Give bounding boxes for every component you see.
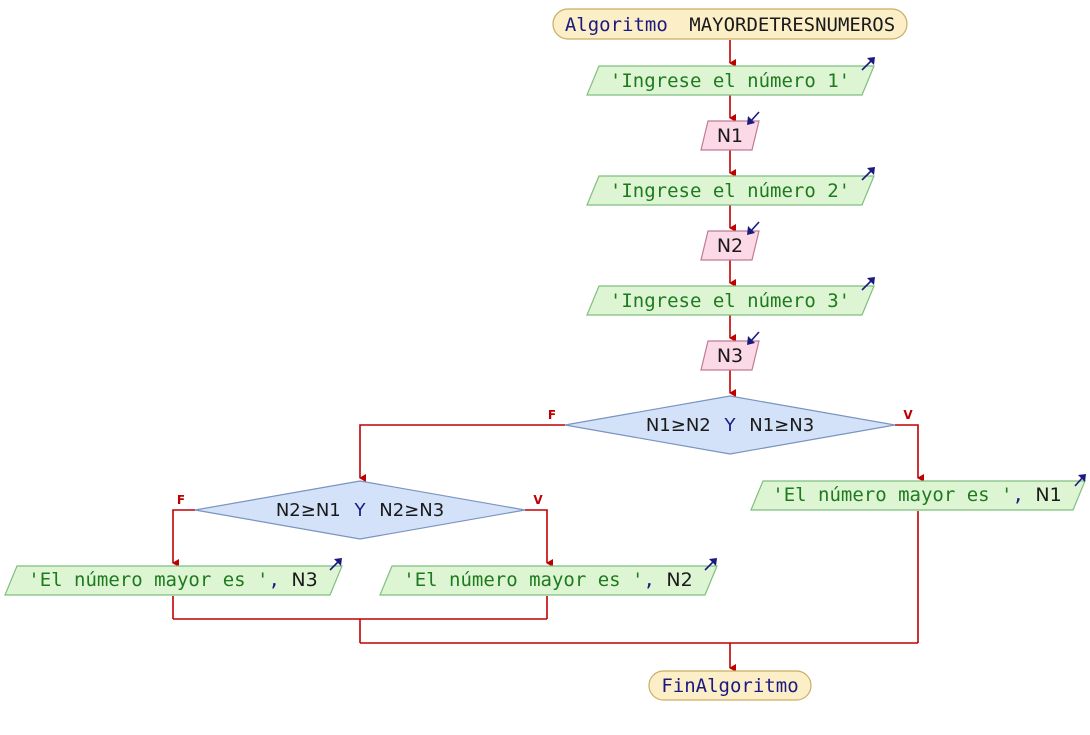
- output-n2-var: N2: [666, 569, 692, 591]
- decision-2-left: N2≥N1: [276, 500, 341, 521]
- output-arrow-icon: [704, 558, 717, 571]
- svg-text:'El número mayor es ', N: 'El número mayor es ', N3: [28, 569, 317, 591]
- input-step-n2: N2: [700, 221, 760, 261]
- output-n2-string: 'El número mayor es ': [403, 569, 643, 591]
- output-step-1: 'Ingrese el número 1': [586, 57, 875, 96]
- input-n1-text: N1: [717, 125, 743, 147]
- end-terminal: FinAlgoritmo: [648, 670, 812, 701]
- decision-1-op: Y: [724, 415, 737, 436]
- edge-decision1-false: [359, 424, 565, 482]
- output-arrow-icon: [861, 277, 875, 291]
- output-step-3: 'Ingrese el número 3': [586, 277, 875, 316]
- svg-text:N1≥N2 Y N1≥N3: N1≥N2 Y N1≥N3: [646, 415, 814, 436]
- start-keyword: Algoritmo: [565, 14, 668, 36]
- output-n2: 'El número mayor es ', N2: [379, 558, 718, 596]
- output-n3-string: 'El número mayor es ': [28, 569, 268, 591]
- end-keyword: FinAlgoritmo: [661, 675, 798, 697]
- input-n2-text: N2: [717, 235, 743, 257]
- svg-text:'El número mayor es ', N: 'El número mayor es ', N1: [772, 484, 1061, 506]
- svg-text:N2≥N1 Y N2≥N3: N2≥N1 Y N2≥N3: [276, 500, 444, 521]
- output-3-text: 'Ingrese el número 3': [610, 290, 850, 312]
- output-arrow-icon: [861, 57, 875, 71]
- input-n3-text: N3: [717, 345, 743, 367]
- decision-2: N2≥N1 Y N2≥N3 F V: [177, 480, 543, 540]
- output-step-2: 'Ingrese el número 2': [586, 167, 875, 206]
- input-arrow-icon: [747, 111, 760, 125]
- edge-decision2-false: [172, 509, 195, 567]
- edge-decision2-true: [525, 509, 553, 567]
- output-n1-sep: ,: [1013, 484, 1024, 506]
- decision-2-op: Y: [354, 500, 367, 521]
- input-step-n3: N3: [700, 331, 760, 371]
- output-n3-sep: ,: [269, 569, 280, 591]
- decision-1-left: N1≥N2: [646, 415, 711, 436]
- output-arrow-icon: [1074, 474, 1086, 487]
- edges: [172, 40, 924, 672]
- output-arrow-icon: [861, 167, 875, 181]
- output-n2-sep: ,: [644, 569, 655, 591]
- output-n3: 'El número mayor es ', N3: [4, 558, 343, 596]
- output-1-text: 'Ingrese el número 1': [610, 70, 850, 92]
- decision-2-right: N2≥N3: [379, 500, 444, 521]
- output-n1: 'El número mayor es ', N1: [750, 474, 1086, 511]
- output-n1-var: N1: [1035, 484, 1061, 506]
- output-arrow-icon: [329, 558, 342, 571]
- svg-text:Algoritmo MAYORDETRESNUM: Algoritmo MAYORDETRESNUMEROS: [565, 14, 895, 36]
- output-n1-string: 'El número mayor es ': [772, 484, 1012, 506]
- start-name: MAYORDETRESNUMEROS: [689, 14, 895, 36]
- decision-2-false-label: F: [177, 493, 185, 507]
- output-2-text: 'Ingrese el número 2': [610, 180, 850, 202]
- input-arrow-icon: [747, 221, 760, 235]
- decision-1: N1≥N2 Y N1≥N3 F V: [548, 395, 913, 455]
- input-arrow-icon: [747, 331, 760, 345]
- input-step-n1: N1: [700, 111, 760, 151]
- output-n3-var: N3: [291, 569, 317, 591]
- svg-text:'El número mayor es ', N: 'El número mayor es ', N2: [403, 569, 692, 591]
- decision-2-true-label: V: [533, 493, 543, 507]
- start-terminal: Algoritmo MAYORDETRESNUMEROS: [552, 8, 908, 40]
- decision-1-true-label: V: [903, 408, 913, 422]
- edge-decision1-true: [895, 424, 924, 482]
- decision-1-right: N1≥N3: [749, 415, 814, 436]
- decision-1-false-label: F: [548, 408, 556, 422]
